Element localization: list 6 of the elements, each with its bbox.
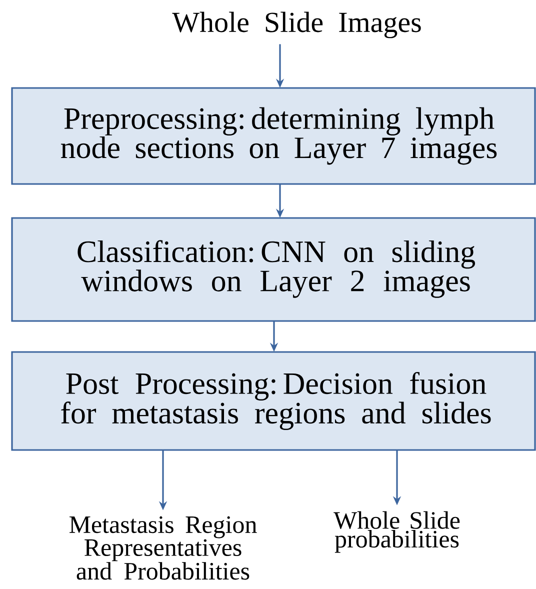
output-label: Metastasis Region Representatives and Probabilities [69,516,257,580]
process-box: Classification: CNN on sliding windows on Layer 2 images [11,217,536,322]
input-label: Whole Slide Images [172,12,421,38]
output-label: Whole Slide probabilities [334,511,460,553]
process-box: Post Processing: Decision fusion for metastasis regions and slides [11,351,536,451]
process-box: Preprocessing: determining lymph node sections on Layer 7 images [11,87,536,185]
